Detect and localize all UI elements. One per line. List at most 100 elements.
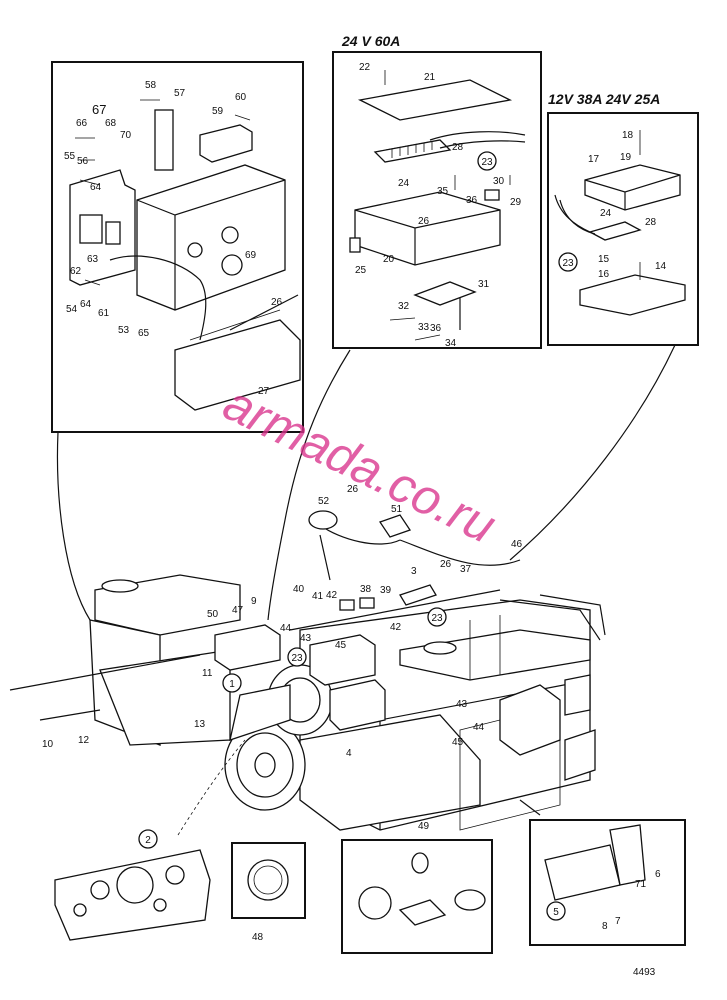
part-label: 29	[510, 197, 522, 208]
svg-text:23: 23	[562, 258, 574, 269]
part-label: 49	[418, 821, 430, 832]
part-label: 12	[78, 735, 90, 746]
part-label: 30	[493, 176, 505, 187]
part-label: 51	[391, 504, 403, 515]
part-label: 53	[118, 325, 130, 336]
part-label: 65	[138, 328, 150, 339]
part-label: 61	[98, 308, 110, 319]
part-label: 4	[346, 748, 352, 759]
part-label: 16	[598, 269, 610, 280]
detail-box-12v-38a: 12V 38A 24V 25A	[547, 91, 699, 346]
part-label: 44	[473, 722, 485, 733]
part-label: 26	[440, 559, 452, 570]
part-label: 11	[202, 668, 213, 679]
circled-label: 1	[222, 673, 242, 693]
part-label: 19	[620, 152, 632, 163]
part-label: 7	[615, 916, 621, 927]
part-label: 41	[312, 591, 324, 602]
part-label: 33	[418, 322, 430, 333]
part-label: 50	[207, 609, 219, 620]
part-label: 22	[359, 62, 371, 73]
circled-label: 23	[287, 647, 307, 667]
part-label: 43	[456, 699, 468, 710]
circled-label: 23	[427, 607, 447, 627]
part-label: 35	[437, 186, 449, 197]
watermark: armada.co.ru	[215, 375, 504, 554]
part-label: 26	[347, 484, 359, 495]
circled-label: 23	[477, 151, 497, 171]
part-label: 52	[318, 496, 330, 507]
svg-text:2: 2	[145, 835, 151, 846]
part-label: 21	[424, 72, 436, 83]
leader-line	[509, 344, 676, 561]
part-label: 24	[398, 178, 410, 189]
leader-line	[519, 799, 541, 816]
part-label: 54	[66, 304, 78, 315]
part-label: 45	[335, 640, 347, 651]
part-label: 27	[258, 386, 270, 397]
part-label: 17	[588, 154, 600, 165]
part-label: 28	[452, 142, 464, 153]
part-label: 66	[76, 118, 88, 129]
part-label: 36	[430, 323, 442, 334]
part-label: 18	[622, 130, 634, 141]
svg-text:5: 5	[553, 907, 559, 918]
part-label: 32	[398, 301, 410, 312]
part-label: 64	[90, 182, 102, 193]
part-label: 31	[478, 279, 490, 290]
circled-label: 5	[546, 901, 566, 921]
box-header-24v-60a: 24 V 60A	[341, 33, 400, 49]
part-label: 10	[42, 739, 54, 750]
leader-line	[56, 431, 91, 621]
part-label: 13	[194, 719, 206, 730]
svg-text:1: 1	[229, 679, 235, 690]
gauge-box-49	[341, 839, 493, 954]
part-label: 24	[600, 208, 612, 219]
detail-box-24v-60a: 24 V 60A	[332, 33, 542, 349]
part-label: 39	[380, 585, 392, 596]
part-label: 25	[355, 265, 367, 276]
part-label: 8	[602, 921, 608, 932]
part-label: 57	[174, 88, 186, 99]
circled-label: 23	[558, 252, 578, 272]
engine-assembly	[9, 510, 606, 831]
part-label: 69	[245, 250, 257, 261]
part-label: 60	[235, 92, 247, 103]
part-label: 56	[77, 156, 89, 167]
part-label: 42	[326, 590, 338, 601]
part-label: 9	[251, 596, 257, 607]
part-label: 20	[383, 254, 395, 265]
gauge-box-48	[231, 842, 306, 919]
part-label: 34	[445, 338, 457, 349]
part-label: 40	[293, 584, 305, 595]
svg-text:23: 23	[481, 157, 493, 168]
part-label: 68	[105, 118, 117, 129]
part-label: 67	[92, 102, 106, 117]
part-label: 3	[411, 566, 417, 577]
leader-line	[177, 739, 246, 836]
part-labels: 67 58 57 60 59 66 68 70 55 56 64 62 63 6…	[42, 62, 667, 943]
detail-box-left	[51, 61, 304, 433]
part-label: 38	[360, 584, 372, 595]
svg-text:23: 23	[431, 613, 443, 624]
figure-number: 4493	[633, 967, 656, 978]
starter-box-5	[529, 819, 686, 946]
part-label: 44	[280, 623, 292, 634]
part-label: 15	[598, 254, 610, 265]
part-label: 26	[418, 216, 430, 227]
part-label: 63	[87, 254, 99, 265]
svg-text:23: 23	[291, 653, 303, 664]
part-label: 14	[655, 261, 667, 272]
part-label: 64	[80, 299, 92, 310]
part-label: 28	[645, 217, 657, 228]
part-label: 48	[252, 932, 264, 943]
box-header-12v-38a: 12V 38A 24V 25A	[548, 91, 660, 107]
part-label: 71	[635, 879, 647, 890]
instrument-panel	[54, 849, 211, 941]
part-label: 58	[145, 80, 157, 91]
part-label: 43	[300, 633, 312, 644]
part-label: 59	[212, 106, 224, 117]
part-label: 36	[466, 195, 478, 206]
part-label: 6	[655, 869, 661, 880]
